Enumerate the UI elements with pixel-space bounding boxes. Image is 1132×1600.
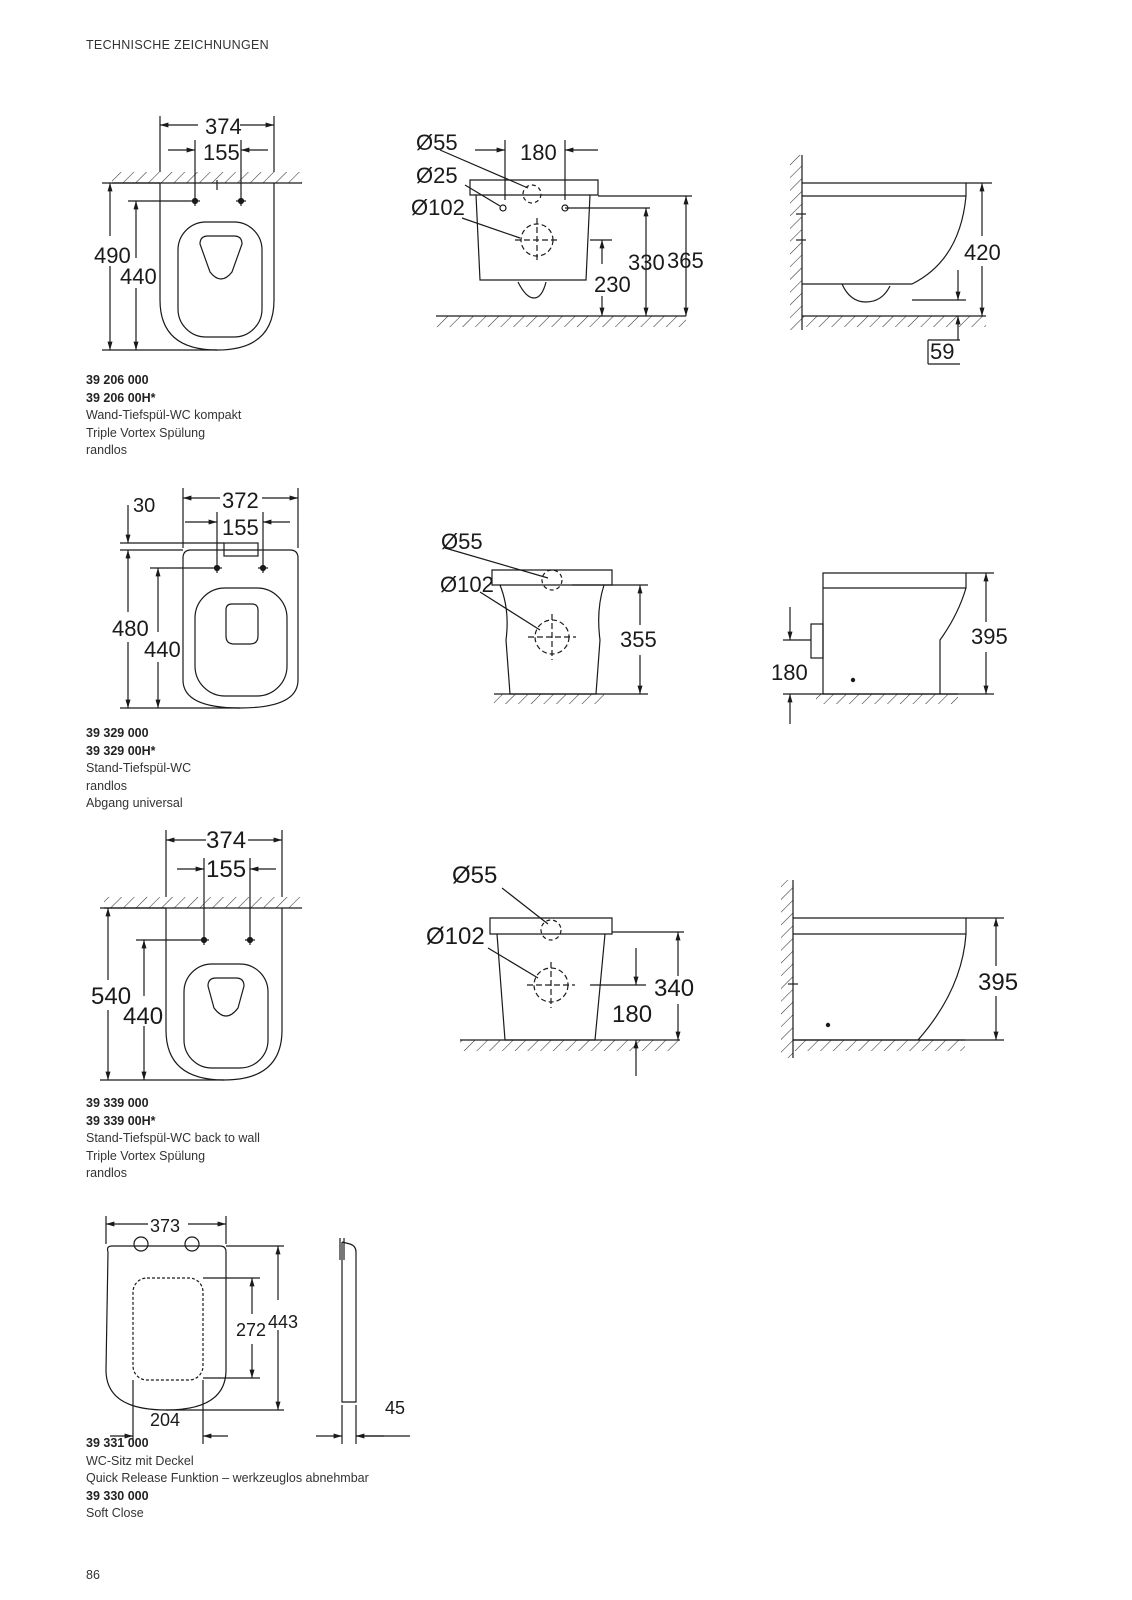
dim-label: 355: [620, 627, 657, 652]
product-description: randlos: [86, 1166, 127, 1180]
product-description: Abgang universal: [86, 796, 183, 810]
product-code: 39 330 000: [86, 1488, 149, 1503]
dim-label: Ø102: [411, 195, 465, 220]
page-header: TECHNISCHE ZEICHNUNGEN: [86, 38, 269, 52]
page-number: 86: [86, 1568, 100, 1582]
product-description: Stand-Tiefspül-WC: [86, 761, 192, 775]
dim-label: 374: [206, 827, 246, 854]
dim-label: 440: [144, 637, 181, 662]
product-description: Quick Release Funktion – werkzeuglos abn…: [86, 1471, 369, 1485]
product-description: WC-Sitz mit Deckel: [86, 1453, 194, 1468]
dim-label: 230: [594, 272, 631, 297]
dim-label: Ø55: [416, 130, 458, 155]
product-code: 39 206 00H*: [86, 390, 156, 405]
product-code: 39 339 00H*: [86, 1113, 156, 1128]
drawing-3-front-view: [460, 887, 684, 1076]
dim-label: 30: [133, 495, 155, 517]
drawing-2-top-view: [120, 488, 299, 709]
dim-label: 272: [236, 1320, 266, 1340]
drawing-1-top-view: [102, 116, 302, 351]
drawing-1-side-view: [790, 155, 992, 365]
product-description: Soft Close: [86, 1506, 144, 1520]
product-caption-2: 39 329 000 39 329 00H* Stand-Tiefspül-WC…: [86, 725, 191, 813]
product-description: randlos: [86, 778, 127, 793]
product-code: 39 339 000: [86, 1096, 149, 1110]
dim-label: Ø55: [452, 862, 497, 889]
product-caption-1: 39 206 000 39 206 00H* Wand-Tiefspül-WC …: [86, 372, 241, 460]
product-code: 39 329 000: [86, 726, 149, 740]
dim-label: 395: [971, 624, 1008, 649]
dim-label: Ø25: [416, 163, 458, 188]
dim-label: 373: [150, 1216, 180, 1236]
product-description: Triple Vortex Spülung: [86, 425, 206, 440]
dim-label: 180: [520, 140, 557, 165]
dim-label: 180: [771, 660, 808, 685]
dim-label: 395: [978, 969, 1018, 996]
dim-label: 440: [120, 264, 157, 289]
dim-label: Ø55: [441, 529, 483, 554]
drawing-3-side-view: [781, 880, 1004, 1058]
dim-label: 443: [268, 1312, 298, 1332]
dim-label: Ø102: [440, 572, 494, 597]
product-description: Stand-Tiefspül-WC back to wall: [86, 1131, 260, 1145]
product-description: Wand-Tiefspül-WC kompakt: [86, 408, 242, 422]
product-code: 39 331 000: [86, 1436, 149, 1450]
product-caption-3: 39 339 000 39 339 00H* Stand-Tiefspül-WC…: [86, 1095, 260, 1183]
dim-label: 480: [112, 616, 149, 641]
drawing-2-front-view: [444, 547, 648, 704]
drawing-1-front-view: [436, 140, 692, 327]
dim-label: 204: [150, 1410, 180, 1430]
drawing-4-seat-top-view: [105, 1216, 284, 1444]
dim-label: 490: [94, 243, 131, 268]
dim-label: 155: [206, 856, 246, 883]
drawing-4-seat-side-view: [316, 1238, 410, 1444]
product-description: randlos: [86, 443, 127, 457]
dim-label: 420: [964, 240, 1001, 265]
dim-label: 155: [203, 140, 240, 165]
dim-label: 59: [930, 339, 954, 364]
product-code: 39 329 00H*: [86, 743, 156, 758]
dim-label: 440: [123, 1003, 163, 1030]
drawing-3-top-view: [100, 830, 302, 1081]
dim-label: 340: [654, 975, 694, 1002]
dim-label: 374: [205, 114, 242, 139]
product-description: Triple Vortex Spülung: [86, 1148, 206, 1163]
dim-label: Ø102: [426, 923, 485, 950]
dim-label: 540: [91, 983, 131, 1010]
dim-label: 365: [667, 248, 704, 273]
dim-label: 45: [385, 1398, 405, 1418]
product-code: 39 206 000: [86, 373, 149, 387]
drawing-2-side-view: [783, 572, 994, 724]
dim-label: 180: [612, 1001, 652, 1028]
dim-label: 155: [222, 515, 259, 540]
dim-label: 372: [222, 488, 259, 513]
product-caption-4: 39 331 000 WC-Sitz mit Deckel Quick Rele…: [86, 1435, 369, 1523]
dim-label: 330: [628, 250, 665, 275]
